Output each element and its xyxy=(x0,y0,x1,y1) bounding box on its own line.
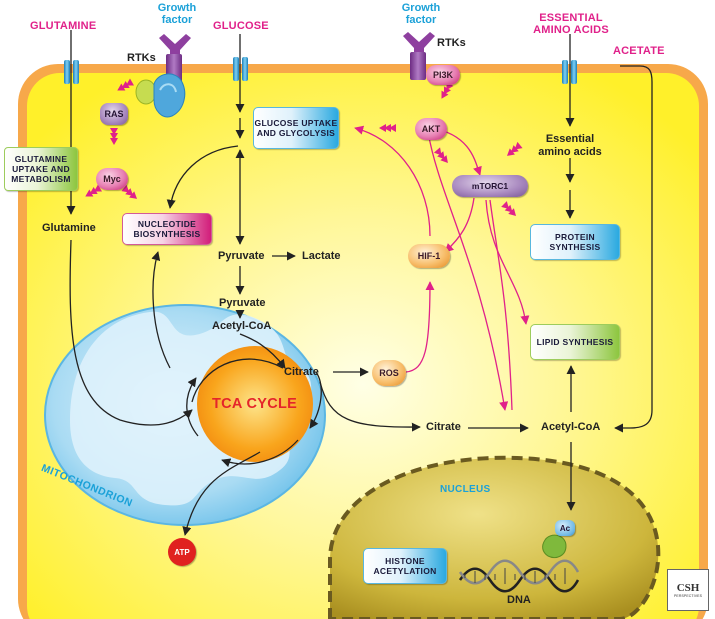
rtks-left-label: RTKs xyxy=(127,52,156,64)
glucose-uptake-glycolysis-box: GLUCOSE UPTAKE AND GLYCOLYSIS xyxy=(253,107,339,149)
lactate-label: Lactate xyxy=(302,250,341,262)
tca-core xyxy=(197,346,313,462)
ros-molecule: ROS xyxy=(372,360,406,386)
glutamine-inner-label: Glutamine xyxy=(42,222,96,234)
amino-acid-channel xyxy=(562,60,577,84)
acetyl-coa-cytoplasm-label: Acetyl-CoA xyxy=(541,421,601,433)
nucleus-label: NUCLEUS xyxy=(440,484,491,495)
csh-perspectives-logo: CSH PERSPECTIVES xyxy=(667,569,709,611)
citrate-cytoplasm-label: Citrate xyxy=(426,421,461,433)
glucose-label: GLUCOSE xyxy=(213,20,269,32)
glutamine-label: GLUTAMINE xyxy=(30,20,97,32)
growth-factor-right-label: Growth factor xyxy=(401,2,441,26)
lipid-synthesis-box: LIPID SYNTHESIS xyxy=(530,324,620,360)
pyruvate-mito-label: Pyruvate xyxy=(219,297,266,309)
glutamine-channel xyxy=(64,60,79,84)
histone-acetylation-box: HISTONE ACETYLATION xyxy=(363,548,447,584)
glucose-channel xyxy=(233,57,248,81)
acetyl-group: Ac xyxy=(555,520,575,536)
atp-molecule: ATP xyxy=(168,538,196,566)
dna-helix xyxy=(458,559,580,593)
dna-label: DNA xyxy=(507,594,531,606)
protein-synthesis-box: PROTEIN SYNTHESIS xyxy=(530,224,620,260)
essential-amino-acids-inner: Essential amino acids xyxy=(538,133,602,158)
essential-amino-acids-label: ESSENTIAL AMINO ACIDS xyxy=(533,12,609,36)
citrate-mito-label: Citrate xyxy=(284,366,319,378)
growth-factor-left-label: Growth factor xyxy=(157,2,197,26)
myc-protein: Myc xyxy=(96,168,128,190)
logo-line1: CSH xyxy=(676,582,700,594)
tca-cycle-label: TCA CYCLE xyxy=(212,396,298,412)
pi3k-protein: PI3K xyxy=(426,65,460,85)
ras-protein: RAS xyxy=(100,103,128,125)
akt-protein: AKT xyxy=(415,118,447,140)
glutamine-uptake-metabolism-box: GLUTAMINE UPTAKE AND METABOLISM xyxy=(4,147,78,191)
acetyl-coa-mito-label: Acetyl-CoA xyxy=(212,320,272,332)
nucleotide-biosynthesis-box: NUCLEOTIDE BIOSYNTHESIS xyxy=(122,213,212,245)
rtk-right xyxy=(403,32,435,80)
pyruvate-cytoplasm-label: Pyruvate xyxy=(218,250,265,262)
mtorc1-complex: mTORC1 xyxy=(452,175,528,197)
hif1-protein: HIF-1 xyxy=(408,244,450,268)
logo-line2: PERSPECTIVES xyxy=(673,594,703,598)
rtks-right-label: RTKs xyxy=(437,37,466,49)
acetate-label: ACETATE xyxy=(613,45,665,57)
